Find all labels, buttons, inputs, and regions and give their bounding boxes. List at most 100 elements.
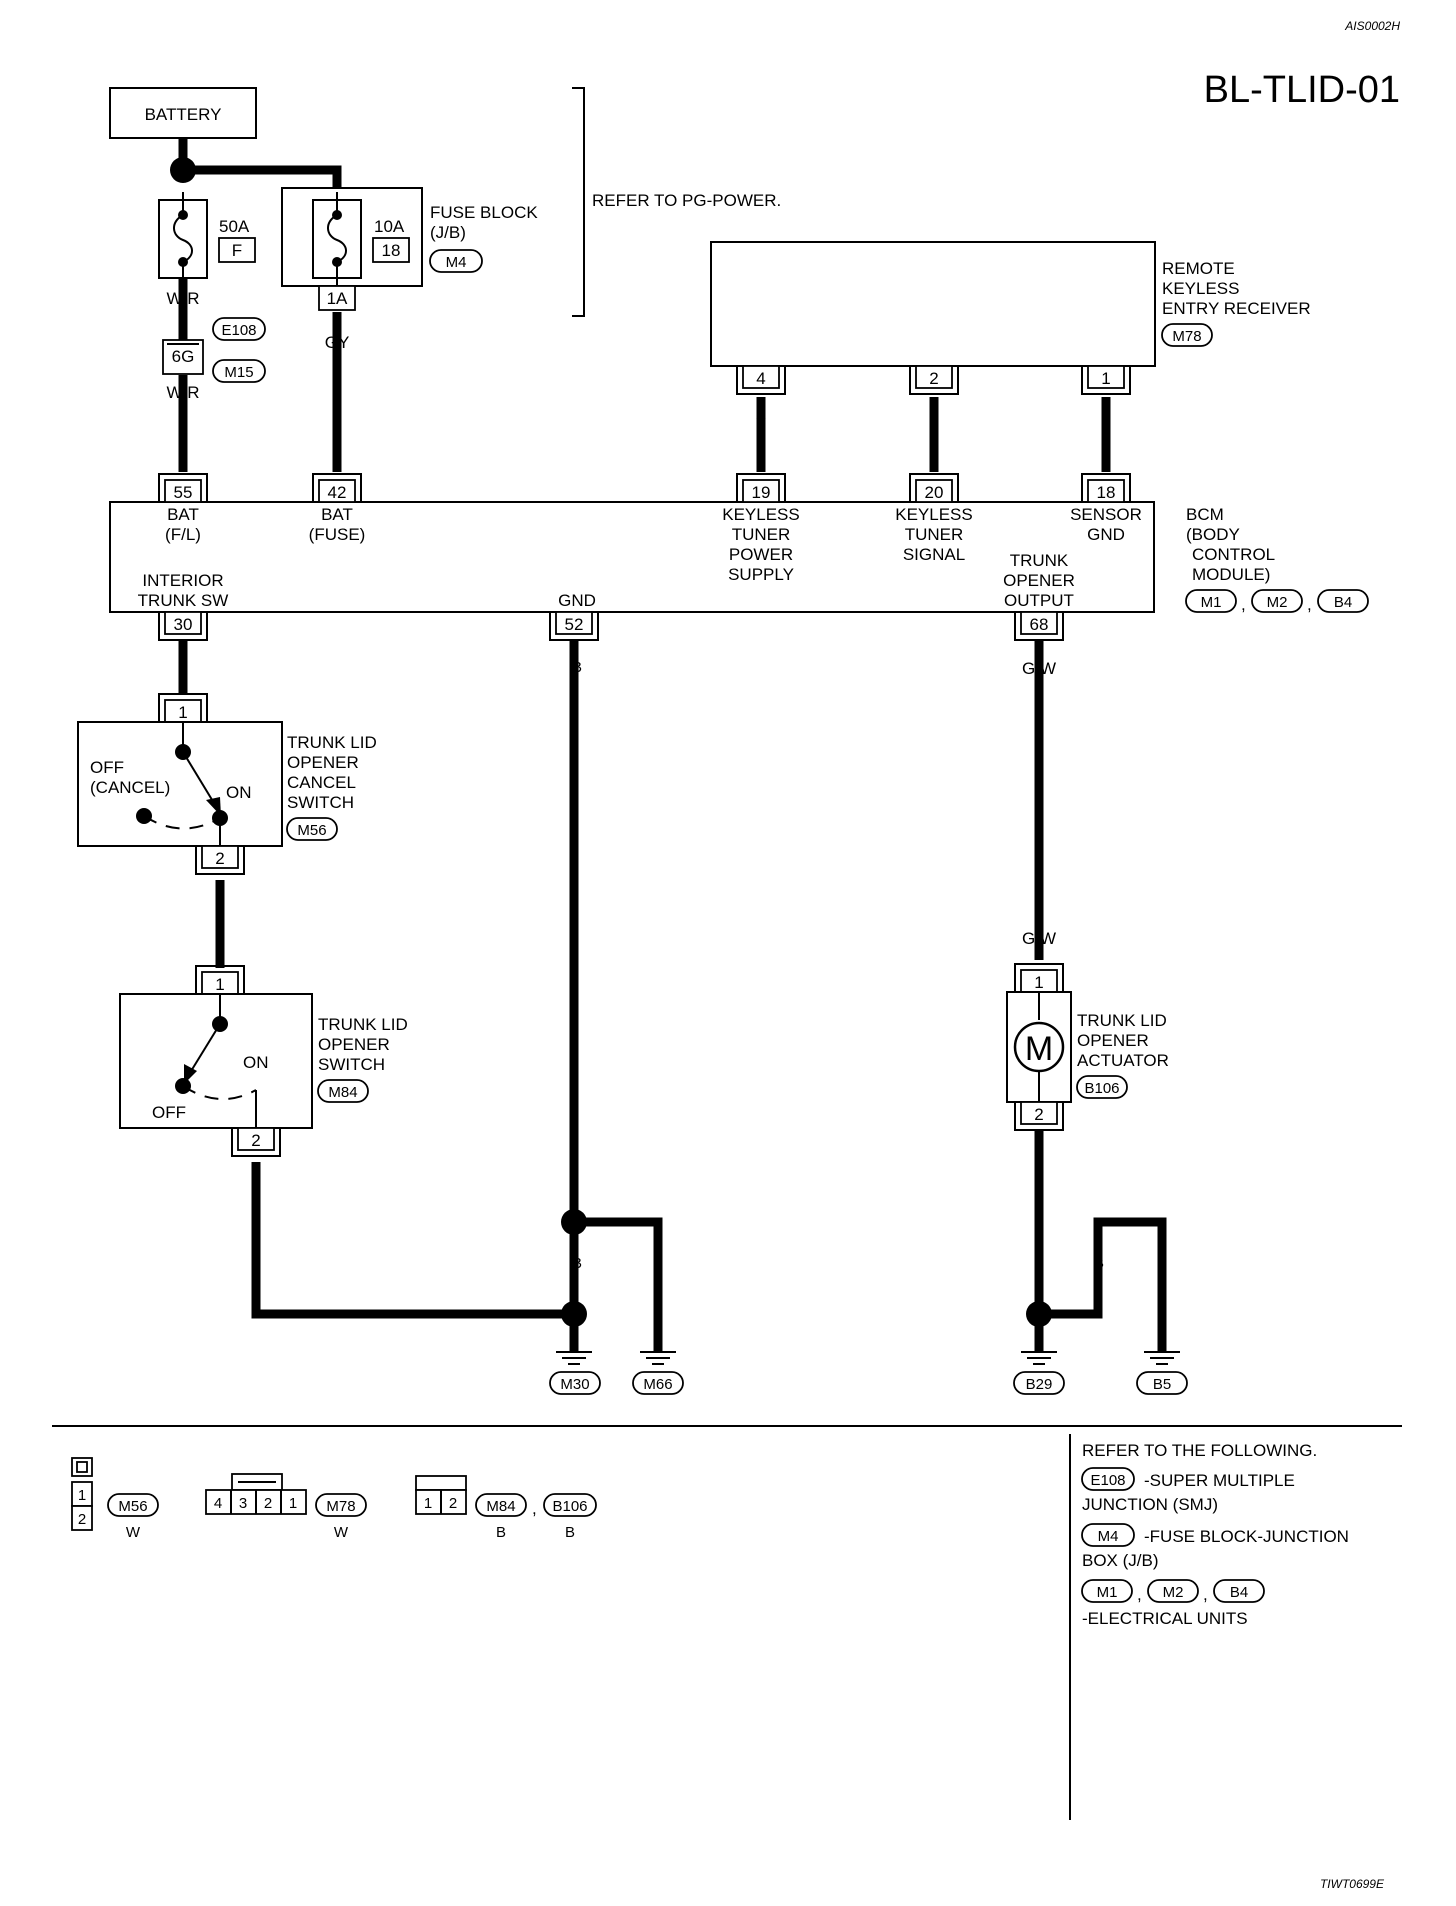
fuse-50a-id-box — [218, 237, 256, 263]
connector-view-m56: 1 2 M56 W — [71, 1457, 159, 1541]
wire-label-b-m66: B — [653, 1255, 663, 1272]
bcm-label-4: MODULE) — [1192, 565, 1270, 584]
doc-code: AIS0002H — [1344, 19, 1400, 33]
fuse-10a-rating: 10A — [374, 217, 405, 236]
bcm-trunk-output-2: OPENER — [1003, 571, 1075, 590]
bcm-pins-bottom: 30 52 68 — [158, 611, 1064, 641]
fuse-10a-terminal-box — [318, 285, 356, 311]
bcm-tuner-signal-2: TUNER — [905, 525, 964, 544]
cancel-connector: M56 — [297, 822, 326, 839]
cancel-switch-label-1: TRUNK LID — [287, 733, 377, 752]
refer-m2-oval — [1147, 1579, 1199, 1603]
bcm-tuner-power-2: TUNER — [732, 525, 791, 544]
m84-view-color: B — [496, 1524, 506, 1541]
actuator-label-3: ACTUATOR — [1077, 1051, 1169, 1070]
ground-m66-oval — [632, 1371, 684, 1395]
opener-pin-2: 2 — [251, 1131, 260, 1150]
refer-pg-power: REFER TO PG-POWER. — [592, 191, 781, 210]
wire-label-b-sensor: B — [1101, 415, 1111, 432]
wire-label-p: P — [215, 893, 225, 910]
footer-code: TIWT0699E — [1320, 1877, 1385, 1891]
cancel-connector-oval — [286, 817, 338, 841]
opener-connector: M84 — [328, 1084, 357, 1101]
refer-e108: E108 — [1090, 1472, 1125, 1489]
bcm-pin-42-box — [318, 479, 356, 503]
ground-m66-symbol — [640, 1351, 676, 1365]
m78-view-pin-1: 1 — [289, 1495, 297, 1512]
fuse-10a-dot-bottom — [332, 257, 342, 267]
m56-view-pin-2-cell — [71, 1505, 93, 1531]
refer-m4-oval — [1081, 1523, 1135, 1547]
bcm-pin-52-bracket — [549, 612, 599, 641]
junction-act-lower — [1026, 1301, 1052, 1327]
wire-b-switch — [251, 1162, 574, 1319]
refer-units-sep-2: , — [1203, 1585, 1208, 1604]
bcm-sensor-gnd-1: SENSOR — [1070, 505, 1142, 524]
refer-b4: B4 — [1230, 1584, 1248, 1601]
bcm-label-2: (BODY — [1186, 525, 1240, 544]
bcm-pin-20-bracket — [909, 473, 959, 502]
ground-b5: B5 — [1136, 1351, 1188, 1395]
cancel-switch-label-2: OPENER — [287, 753, 359, 772]
refer-following: REFER TO THE FOLLOWING. E108 -SUPER MULT… — [1081, 1441, 1349, 1628]
bcm-tuner-power-3: POWER — [729, 545, 793, 564]
bcm-pin-42: 42 — [328, 483, 347, 502]
bcm-pin-68-bracket — [1014, 612, 1064, 641]
receiver-pin-4-box — [742, 365, 780, 389]
actuator-connector-oval — [1076, 1075, 1128, 1099]
actuator-connector: B106 — [1084, 1080, 1119, 1097]
bcm-box — [109, 501, 1155, 613]
bcm-pin-18-box — [1087, 479, 1125, 503]
cancel-on-label: ON — [226, 783, 252, 802]
receiver-pin-4-bracket — [736, 366, 786, 395]
m84-view-pin-2: 2 — [449, 1495, 457, 1512]
wire-label-b-act-4: B — [1157, 1255, 1167, 1272]
actuator-label-1: TRUNK LID — [1077, 1011, 1167, 1030]
cancel-blade — [182, 751, 218, 809]
cancel-pin-2-bracket — [195, 846, 245, 875]
wire-label-b-gnd-2: B — [572, 1255, 582, 1272]
ground-b29-label: B29 — [1026, 1376, 1053, 1393]
refer-jb-line-1: -FUSE BLOCK-JUNCTION — [1144, 1527, 1349, 1546]
receiver-pins: 4 2 1 — [736, 365, 1131, 395]
fuse-50a-rating: 50A — [219, 217, 250, 236]
junction-gnd-upper — [561, 1209, 587, 1235]
connector-view-m78: 4 3 2 1 M78 W — [205, 1473, 367, 1541]
bcm-conn-sep-2: , — [1307, 595, 1312, 614]
bcm-tuner-signal-1: KEYLESS — [895, 505, 973, 524]
opener-arrowhead — [184, 1064, 197, 1084]
cancel-switch-box — [77, 721, 283, 847]
opener-switch-label-1: TRUNK LID — [318, 1015, 408, 1034]
wire-label-b-sw-2: B — [251, 1255, 261, 1272]
bcm-bat-fuse-1: BAT — [321, 505, 353, 524]
fuse-10a-element — [327, 192, 347, 288]
cancel-off-label: OFF — [90, 758, 124, 777]
ground-m30-oval — [549, 1371, 601, 1395]
bcm-pin-19: 19 — [752, 483, 771, 502]
wire-label-b-sw-1: B — [251, 1177, 261, 1194]
fuse-50a-element — [173, 192, 193, 288]
fuse-block-connector: M4 — [446, 254, 467, 271]
receiver-pin-1-box — [1087, 365, 1125, 389]
refer-m1-oval — [1081, 1579, 1133, 1603]
harness-conn-m15-oval — [212, 359, 266, 383]
harness-conn-e108-oval — [212, 317, 266, 341]
m78-view-conn-oval — [315, 1493, 367, 1517]
wire-label-b-gnd: B — [572, 659, 582, 676]
m56-view-pin-1: 1 — [78, 1487, 86, 1504]
receiver-connector-oval — [1161, 323, 1213, 347]
actuator-pin-2: 2 — [1034, 1105, 1043, 1124]
bcm-pin-68: 68 — [1030, 615, 1049, 634]
fuse-50a-id: F — [232, 241, 242, 260]
receiver-label-2: KEYLESS — [1162, 279, 1240, 298]
wire-label-wr-2: W/R — [166, 383, 199, 402]
refer-heading: REFER TO THE FOLLOWING. — [1082, 1441, 1317, 1460]
cancel-pin-1: 1 — [178, 703, 187, 722]
opener-connector-oval — [317, 1079, 369, 1103]
bcm-label-1: BCM — [1186, 505, 1224, 524]
bcm-bat-fl-2: (F/L) — [165, 525, 201, 544]
harness-conn-m15: M15 — [224, 364, 253, 381]
fuse-block-sub: (J/B) — [430, 223, 466, 242]
bcm-pin-68-box — [1020, 611, 1058, 635]
ground-b29-symbol — [1021, 1351, 1057, 1365]
